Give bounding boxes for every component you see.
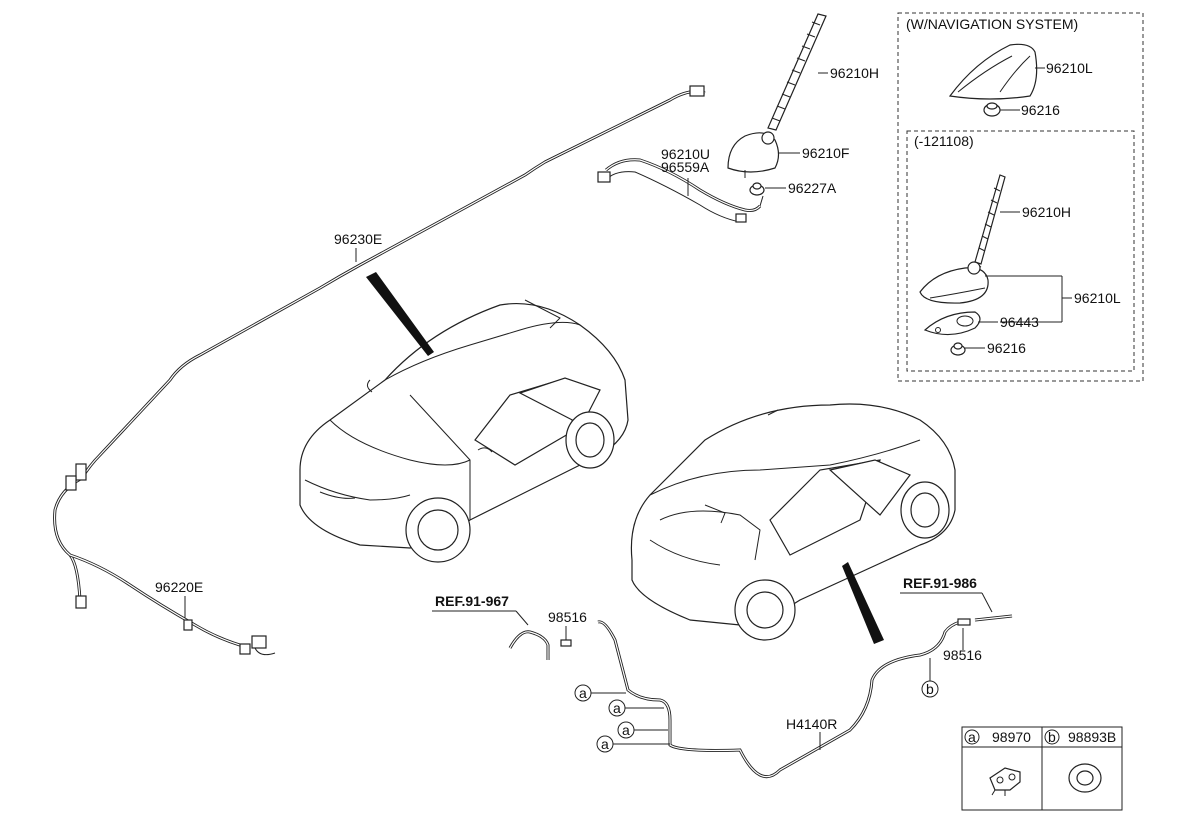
callout-a-3: a	[617, 721, 668, 739]
label-96210L-sub: 96210L	[1074, 290, 1121, 306]
label-96210H: 96210H	[830, 65, 879, 81]
antenna-mast-icon	[972, 174, 1006, 268]
svg-text:b: b	[926, 681, 934, 697]
antenna-base-icon	[919, 261, 989, 304]
svg-text:a: a	[613, 700, 621, 716]
hose-clip-icon	[989, 767, 1021, 796]
washer-nozzle-pipe	[508, 630, 550, 660]
label-96210H-sub: 96210H	[1022, 204, 1071, 220]
legend-a-part: 98970	[992, 729, 1031, 745]
label-96230E: 96230E	[334, 231, 382, 247]
roof-pointer-arrow	[366, 272, 434, 356]
label-98516-left: 98516	[548, 609, 587, 625]
callout-b: b	[921, 658, 939, 698]
label-96220E: 96220E	[155, 579, 203, 595]
label-H4140R: H4140R	[786, 716, 837, 732]
callout-a-4: a	[596, 735, 670, 753]
clip-legend-table: a 98970 b 98893B	[961, 726, 1123, 811]
gasket-icon	[923, 311, 981, 336]
nut-icon	[749, 182, 765, 196]
navigation-box-title: (W/NAVIGATION SYSTEM)	[906, 16, 1078, 32]
callout-a-1: a	[574, 684, 626, 702]
shark-fin-antenna	[948, 43, 1038, 100]
roof-antenna-group: 96210H 96210F 96227A 96210U 96559A	[597, 13, 879, 223]
floor-cable-96220E: 96220E	[53, 463, 276, 656]
label-96210F: 96210F	[802, 145, 849, 161]
front-vehicle-illustration	[299, 299, 629, 563]
label-96443: 96443	[1000, 314, 1039, 330]
label-98516-right: 98516	[943, 647, 982, 663]
label-96216-sub: 96216	[987, 340, 1026, 356]
washer-hose-h4140r	[597, 614, 1013, 779]
label-96210L-nav: 96210L	[1046, 60, 1093, 76]
label-96227A: 96227A	[788, 180, 837, 196]
roof-cable-96230E: 96230E	[80, 85, 706, 479]
svg-text:a: a	[579, 685, 587, 701]
ref-91-967: REF.91-967	[435, 593, 509, 609]
svg-text:a: a	[622, 722, 630, 738]
callout-a-2: a	[608, 699, 664, 717]
legend-b-letter: b	[1048, 729, 1056, 745]
antenna-feeder-harness	[597, 158, 764, 223]
legend-a-letter: a	[968, 729, 976, 745]
label-96559A: 96559A	[661, 159, 710, 175]
svg-text:a: a	[601, 736, 609, 752]
navigation-system-box: (W/NAVIGATION SYSTEM) 96210L 96216 (-121…	[897, 12, 1144, 382]
rear-vehicle-illustration	[630, 403, 956, 641]
nut-icon	[983, 102, 1001, 117]
sub-box-title: (-121108)	[914, 133, 974, 149]
ref-91-986: REF.91-986	[903, 575, 977, 591]
label-96210U: 96210U	[661, 146, 710, 162]
rear-pointer-arrow	[842, 562, 884, 644]
antenna-base-icon	[727, 131, 780, 178]
legend-b-part: 98893B	[1068, 729, 1116, 745]
label-96216-nav: 96216	[1021, 102, 1060, 118]
nut-icon	[950, 342, 966, 356]
washer-hose-group: REF.91-967 98516 H4140R REF.91-986 98516…	[432, 575, 1013, 779]
grommet-icon	[1068, 763, 1102, 793]
antenna-mast-icon	[767, 13, 827, 131]
